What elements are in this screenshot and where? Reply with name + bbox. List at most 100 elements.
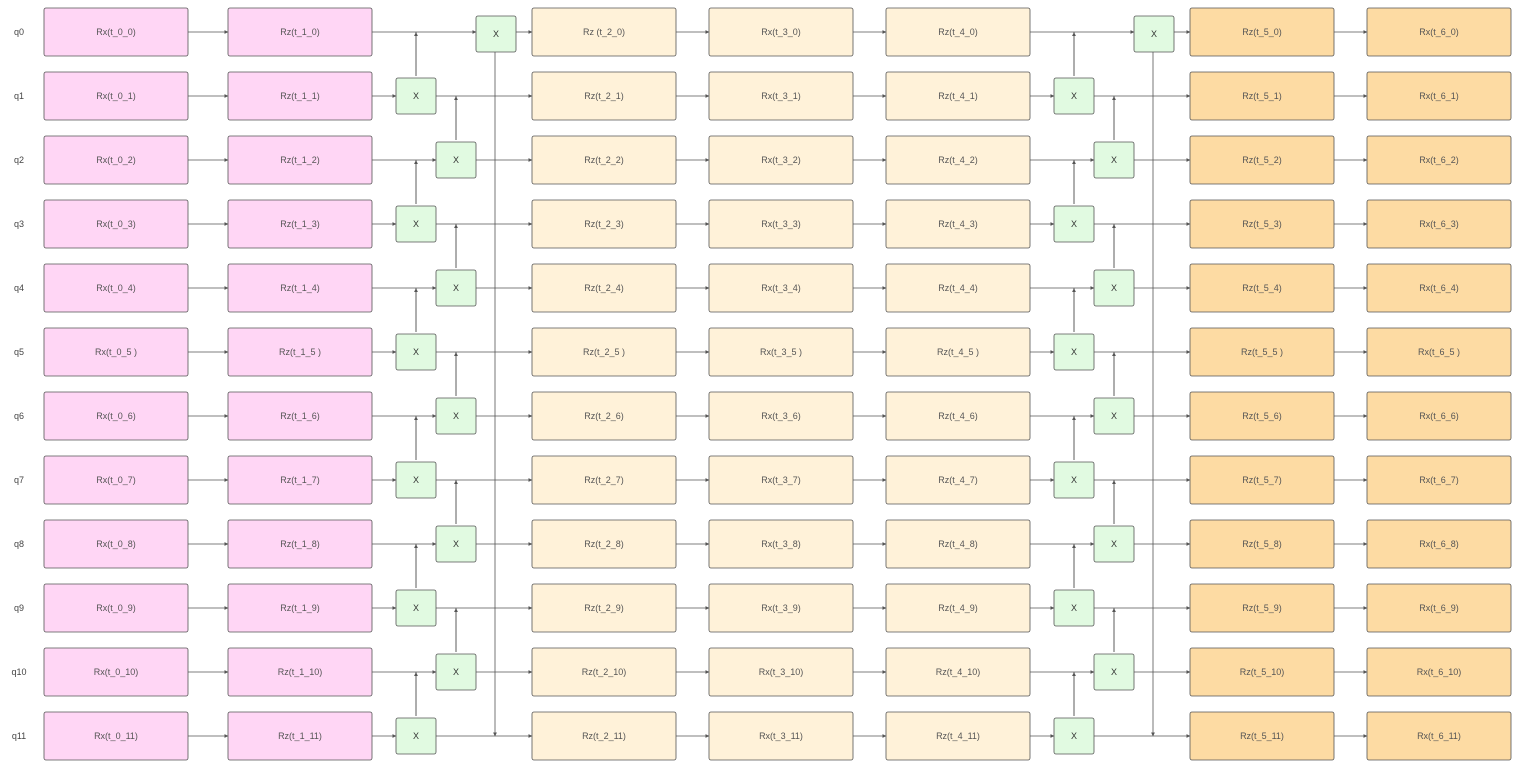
rotation-gate-box — [708, 647, 854, 697]
rotation-gate-label: Rz(t_4_3) — [938, 219, 978, 229]
rotation-gate-label: Rz(t_4_9) — [938, 603, 978, 613]
cnot-target-box — [1093, 653, 1135, 691]
rotation-gate-label: Rz(t_5_4) — [1242, 283, 1282, 293]
qubit-label: q4 — [14, 283, 24, 293]
rotation-gate-label: Rz(t_4_7) — [938, 475, 978, 485]
rotation-gate-label: Rz(t_2_11) — [582, 731, 626, 741]
rotation-gate-label: Rx(t_6_10) — [1417, 667, 1462, 677]
rotation-gate-label: Rz(t_1_1) — [280, 91, 320, 101]
rotation-gate-box — [885, 583, 1031, 633]
rotation-gate-box — [1189, 263, 1335, 313]
rotation-gate-box — [531, 263, 677, 313]
cnot-target-box — [435, 141, 477, 179]
rotation-gate-label: Rz(t_2_1) — [584, 91, 624, 101]
cnot-target-box — [395, 717, 437, 755]
cnot-target-label: X — [1071, 219, 1077, 229]
rotation-gate-label: Rz(t_4_10) — [936, 667, 981, 677]
rotation-gate-box — [885, 199, 1031, 249]
rotation-gate-box — [1366, 711, 1512, 761]
rotation-gate-box — [885, 455, 1031, 505]
rotation-gate-box — [1189, 583, 1335, 633]
rotation-gate-box — [43, 391, 189, 441]
rotation-gate-box — [1366, 455, 1512, 505]
rotation-gate-label: Rz(t_5_5 ) — [1241, 347, 1283, 357]
rotation-gate-label: Rx(t_0_8) — [96, 539, 136, 549]
rotation-gate-label: Rz(t_2_9) — [584, 603, 624, 613]
rotation-gate-label: Rz(t_5_7) — [1242, 475, 1282, 485]
cnot-target-box — [435, 397, 477, 435]
rotation-gate-box — [531, 455, 677, 505]
cnot-target-label: X — [413, 347, 419, 357]
rotation-gate-label: Rx(t_6_9) — [1419, 603, 1459, 613]
cnot-target-label: X — [453, 667, 459, 677]
rotation-gate-label: Rz(t_2_10) — [582, 667, 627, 677]
rotation-gate-box — [885, 647, 1031, 697]
rotation-gate-label: Rx(t_3_6) — [761, 411, 801, 421]
rotation-gate-label: Rz(t_5_8) — [1242, 539, 1282, 549]
rotation-gate-box — [885, 327, 1031, 377]
rotation-gate-box — [43, 711, 189, 761]
rotation-gate-box — [227, 327, 373, 377]
rotation-gate-label: Rx(t_3_4) — [761, 283, 801, 293]
rotation-gate-box — [43, 583, 189, 633]
rotation-gate-box — [708, 455, 854, 505]
cnot-target-box — [1133, 15, 1175, 53]
rotation-gate-label: Rz(t_1_7) — [280, 475, 320, 485]
rotation-gate-label: Rz(t_5_9) — [1242, 603, 1282, 613]
rotation-gate-label: Rx(t_3_10) — [759, 667, 804, 677]
rotation-gate-box — [885, 135, 1031, 185]
rotation-gate-label: Rz(t_2_2) — [584, 155, 624, 165]
rotation-gate-label: Rz(t_1_10) — [278, 667, 323, 677]
nodes-layer: q0q1q2q3q4q5q6q7q8q9q10q11Rx(t_0_0)Rx(t_… — [11, 7, 1512, 761]
rotation-gate-label: Rx(t_0_11) — [94, 731, 138, 741]
rotation-gate-label: Rx(t_0_3) — [96, 219, 136, 229]
rotation-gate-box — [43, 519, 189, 569]
cnot-target-box — [1053, 77, 1095, 115]
cnot-target-box — [1093, 141, 1135, 179]
rotation-gate-label: Rx(t_6_1) — [1419, 91, 1459, 101]
cnot-target-label: X — [1071, 603, 1077, 613]
cnot-target-label: X — [453, 539, 459, 549]
cnot-target-box — [435, 653, 477, 691]
rotation-gate-label: Rx(t_3_11) — [759, 731, 803, 741]
rotation-gate-box — [531, 135, 677, 185]
rotation-gate-label: Rz(t_4_4) — [938, 283, 978, 293]
rotation-gate-box — [708, 391, 854, 441]
rotation-gate-label: Rx(t_3_9) — [761, 603, 801, 613]
rotation-gate-box — [531, 519, 677, 569]
cnot-target-label: X — [1111, 667, 1117, 677]
qubit-label: q5 — [14, 347, 24, 357]
rotation-gate-box — [1189, 711, 1335, 761]
cnot-target-label: X — [453, 155, 459, 165]
rotation-gate-label: Rx(t_0_0) — [96, 27, 136, 37]
qubit-label: q8 — [14, 539, 24, 549]
cnot-target-box — [395, 461, 437, 499]
rotation-gate-label: Rz(t_2_3) — [584, 219, 624, 229]
cnot-target-box — [1053, 205, 1095, 243]
rotation-gate-label: Rx(t_0_10) — [94, 667, 139, 677]
cnot-target-box — [1093, 525, 1135, 563]
cnot-target-box — [1053, 333, 1095, 371]
qubit-label: q2 — [14, 155, 24, 165]
rotation-gate-box — [531, 199, 677, 249]
rotation-gate-label: Rz(t_1_11) — [278, 731, 322, 741]
rotation-gate-box — [1189, 135, 1335, 185]
cnot-target-label: X — [413, 731, 419, 741]
rotation-gate-box — [43, 327, 189, 377]
cnot-target-box — [395, 589, 437, 627]
rotation-gate-label: Rz(t_4_1) — [938, 91, 978, 101]
rotation-gate-box — [1189, 391, 1335, 441]
rotation-gate-label: Rx(t_3_8) — [761, 539, 801, 549]
rotation-gate-label: Rz(t_5_3) — [1242, 219, 1282, 229]
rotation-gate-box — [227, 455, 373, 505]
rotation-gate-label: Rz(t_4_2) — [938, 155, 978, 165]
rotation-gate-label: Rz(t_1_6) — [280, 411, 320, 421]
qubit-label: q6 — [14, 411, 24, 421]
rotation-gate-label: Rx(t_6_0) — [1419, 27, 1459, 37]
rotation-gate-label: Rz(t_5_1) — [1242, 91, 1282, 101]
rotation-gate-box — [531, 711, 677, 761]
qubit-label: q3 — [14, 219, 24, 229]
rotation-gate-label: Rz(t_2_6) — [584, 411, 624, 421]
rotation-gate-box — [1189, 7, 1335, 57]
rotation-gate-box — [1189, 199, 1335, 249]
